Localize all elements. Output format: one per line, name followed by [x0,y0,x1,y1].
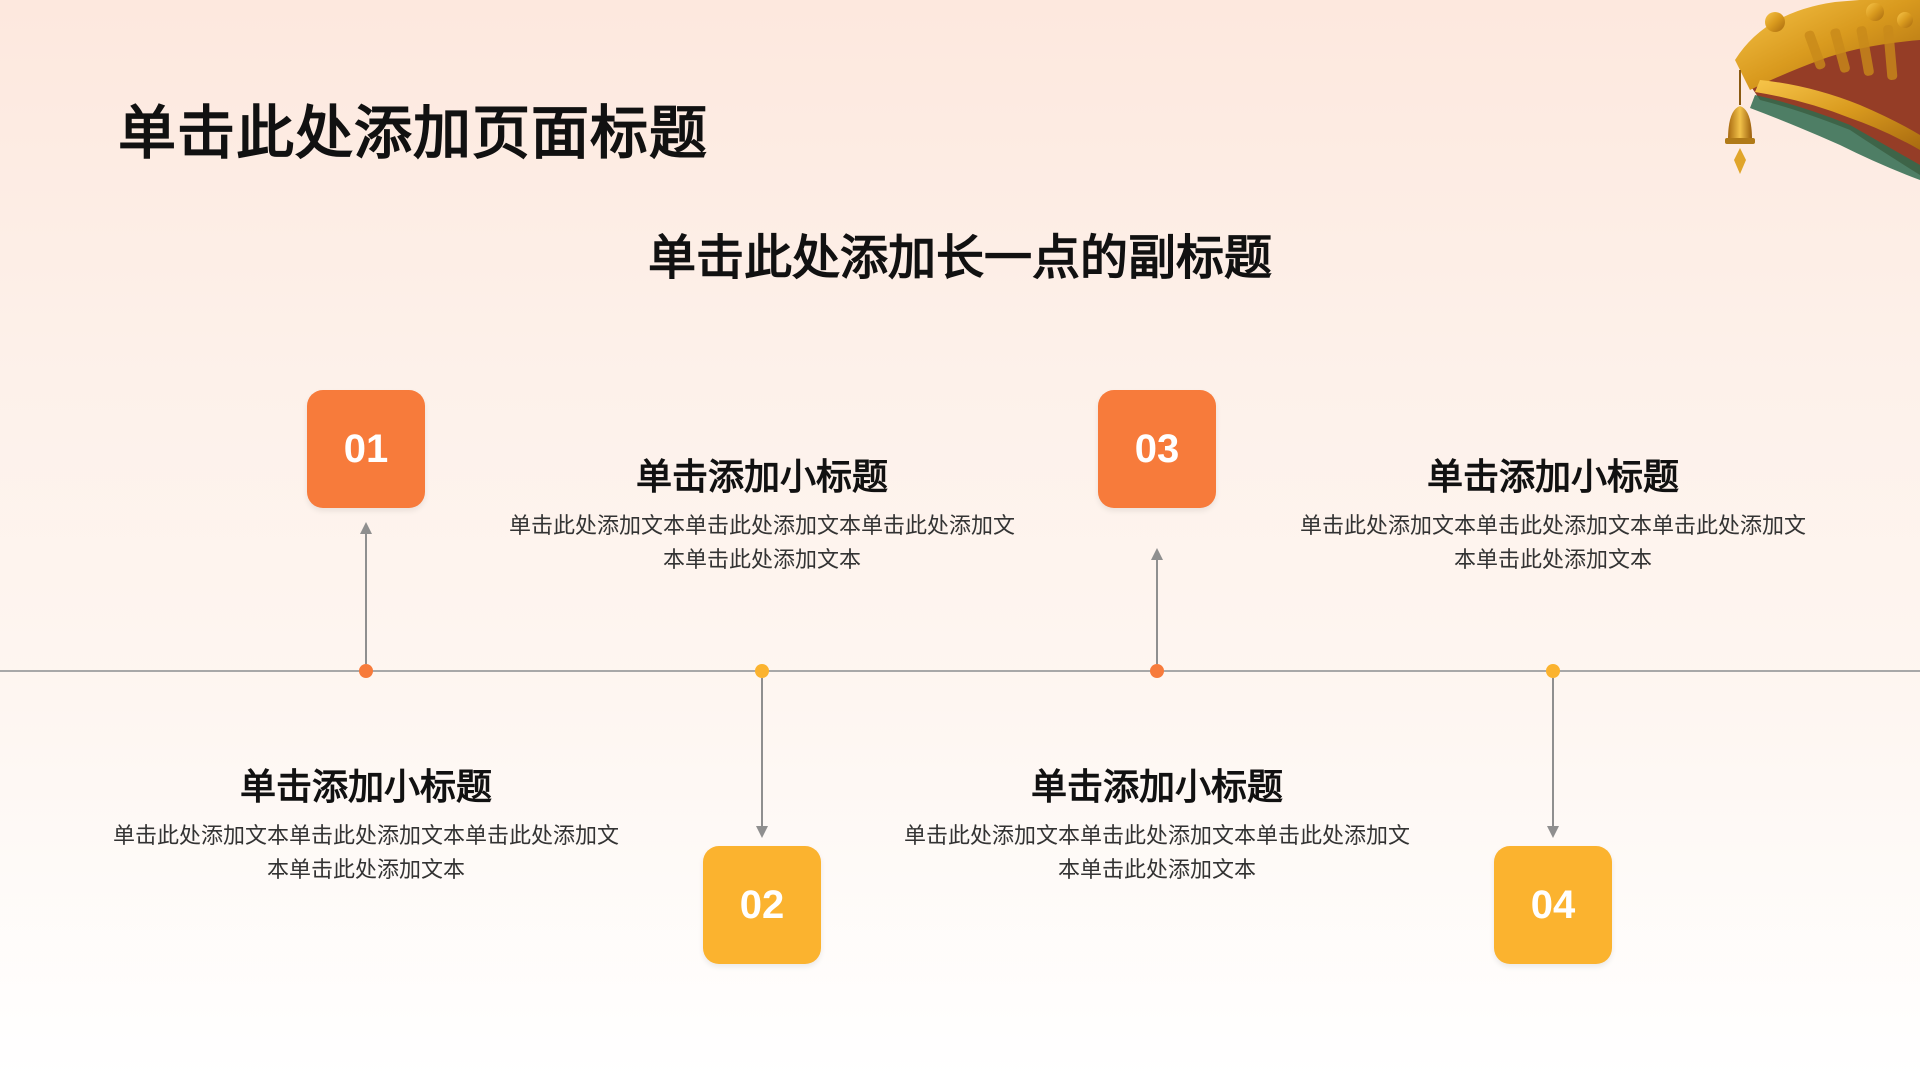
step-1-body[interactable]: 单击此处添加文本单击此处添加文本单击此处添加文本单击此处添加文本 [112,824,619,883]
chinese-eave-bell-icon [1725,0,1920,180]
step-1-dot [359,664,373,678]
step-1-title[interactable]: 单击添加小标题 [239,767,492,808]
step-3-text: 单击添加小标题 单击此处添加文本单击此处添加文本单击此处添加文本单击此处添加文本 [897,764,1417,888]
step-2-text: 单击添加小标题 单击此处添加文本单击此处添加文本单击此处添加文本单击此处添加文本 [502,454,1022,578]
step-2-dot [755,664,769,678]
step-4-title[interactable]: 单击添加小标题 [1426,457,1679,498]
step-1-text: 单击添加小标题 单击此处添加文本单击此处添加文本单击此处添加文本单击此处添加文本 [106,764,626,888]
step-1-number-badge[interactable]: 01 [307,390,425,508]
step-4-dot [1546,664,1560,678]
step-2-number-badge[interactable]: 02 [703,846,821,964]
step-4-connector [1552,678,1554,826]
step-2-connector [761,678,763,826]
step-4-text: 单击添加小标题 单击此处添加文本单击此处添加文本单击此处添加文本单击此处添加文本 [1293,454,1813,578]
step-3-body[interactable]: 单击此处添加文本单击此处添加文本单击此处添加文本单击此处添加文本 [903,824,1410,883]
step-3-arrow-icon [1151,548,1163,560]
page-title[interactable]: 单击此处添加页面标题 [118,99,709,167]
step-2-body[interactable]: 单击此处添加文本单击此处添加文本单击此处添加文本单击此处添加文本 [508,514,1015,573]
step-3-title[interactable]: 单击添加小标题 [1030,767,1283,808]
step-1-arrow-icon [360,522,372,534]
step-3-number-badge[interactable]: 03 [1098,390,1216,508]
step-4-body[interactable]: 单击此处添加文本单击此处添加文本单击此处添加文本单击此处添加文本 [1299,514,1806,573]
step-4-arrow-icon [1547,826,1559,838]
step-2-arrow-icon [756,826,768,838]
step-3-connector [1156,560,1158,664]
step-4-number-badge[interactable]: 04 [1494,846,1612,964]
step-3-dot [1150,664,1164,678]
step-2-title[interactable]: 单击添加小标题 [635,457,888,498]
timeline-axis [0,670,1920,672]
page-subtitle[interactable]: 单击此处添加长一点的副标题 [647,230,1272,286]
step-1-connector [365,534,367,664]
